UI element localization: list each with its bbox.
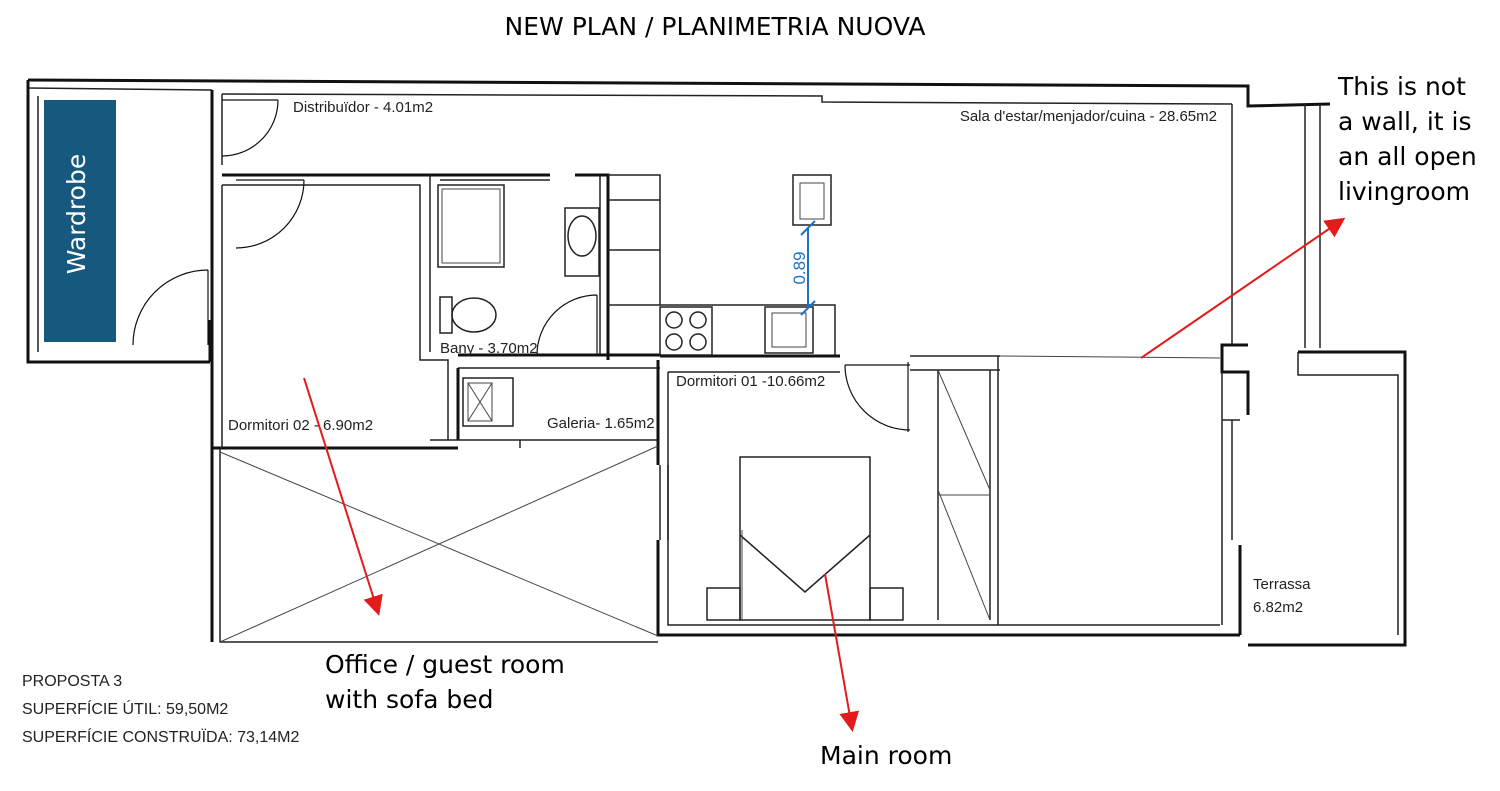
label-bany: Bany - 3.70m2 <box>440 340 538 357</box>
dimension-value: 0.89 <box>790 251 809 284</box>
laundry-tray <box>462 377 514 427</box>
kitchen-hob <box>659 306 713 356</box>
wardrobe-block <box>44 100 116 342</box>
arrow-office <box>303 377 383 616</box>
kitchen-sink <box>764 306 814 354</box>
plan-title: NEW PLAN / PLANIMETRIA NUOVA <box>505 12 926 41</box>
wardrobe-label: Wardrobe <box>62 154 91 274</box>
note-open-living-line1: This is not <box>1337 72 1466 101</box>
note-open-living-line3: an all open <box>1338 142 1477 171</box>
door-dormitori01 <box>844 364 911 431</box>
note-open-living-line2: a wall, it is <box>1338 107 1471 136</box>
note-office: Office / guest room with sofa bed <box>325 650 573 714</box>
label-dormitori02: Dormitori 02 - 6.90m2 <box>228 417 373 434</box>
arrow-main-room <box>824 573 860 732</box>
label-terrassa-area: 6.82m2 <box>1253 599 1303 616</box>
arrow-open-living <box>1140 217 1346 359</box>
label-terrassa-name: Terrassa <box>1253 576 1311 593</box>
label-distribuidor: Distribuïdor - 4.01m2 <box>293 99 433 116</box>
doors <box>132 99 911 432</box>
proposal-name: PROPOSTA 3 <box>22 673 122 690</box>
annotation-arrows <box>303 217 1346 732</box>
door-distribuidor <box>221 99 279 157</box>
nightstand-right <box>869 587 904 621</box>
note-main-room: Main room <box>820 741 952 770</box>
dimension-line <box>800 220 816 316</box>
toilet <box>439 296 453 334</box>
fixtures <box>437 174 904 621</box>
door-wardrobe <box>132 269 209 346</box>
note-open-living-line4: livingroom <box>1338 177 1470 206</box>
label-galeria: Galeria- 1.65m2 <box>547 415 655 432</box>
label-dormitori01: Dormitori 01 -10.66m2 <box>676 373 825 390</box>
note-office-line2: with sofa bed <box>325 685 494 714</box>
nightstand-left <box>706 587 741 621</box>
proposal-built-area: SUPERFÍCIE CONSTRUÏDA: 73,14M2 <box>22 727 300 746</box>
label-sala: Sala d'estar/menjador/cuina - 28.65m2 <box>960 108 1217 125</box>
door-bathroom <box>536 294 598 356</box>
walls <box>26 78 1407 647</box>
door-dormitori02 <box>235 179 305 249</box>
bathroom-sink <box>564 207 600 277</box>
note-office-line1: Office / guest room <box>325 650 565 679</box>
proposal-useful-area: SUPERFÍCIE ÚTIL: 59,50M2 <box>22 699 228 718</box>
double-bed <box>739 456 871 621</box>
shower-tray <box>437 184 505 268</box>
note-open-living: This is not a wall, it is an all open li… <box>1337 72 1485 206</box>
